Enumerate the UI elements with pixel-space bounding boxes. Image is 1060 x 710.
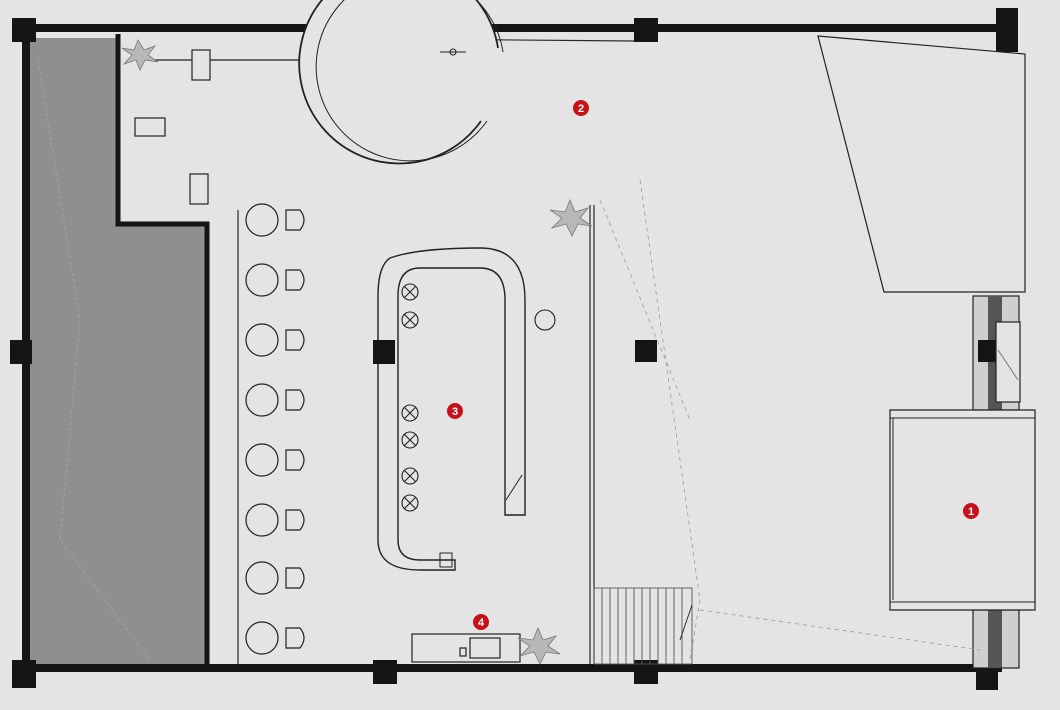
bar-stool-icon [401, 467, 419, 485]
chair-icon [285, 329, 305, 351]
table-set [245, 561, 305, 595]
table-set [245, 503, 305, 537]
dining-tables [245, 203, 305, 655]
chair-icon [285, 567, 305, 589]
round-table-icon [245, 203, 279, 237]
table-set [245, 383, 305, 417]
round-table-icon [245, 383, 279, 417]
table-set [245, 443, 305, 477]
round-table-icon [245, 561, 279, 595]
bar-stools [401, 283, 419, 512]
staircase-icon [593, 587, 693, 665]
chair-icon [285, 209, 305, 231]
marker-3-label: 3 [452, 406, 458, 418]
table-set [245, 621, 305, 655]
marker-4: 4 [473, 614, 489, 630]
service-counter [411, 633, 521, 663]
inner-partition-wall [115, 34, 210, 668]
chair-icon [285, 449, 305, 471]
raised-platform [889, 409, 1036, 611]
door-symbol [440, 48, 466, 56]
plant-icon [549, 198, 593, 237]
bar-stool-icon [401, 494, 419, 512]
table-set [245, 263, 305, 297]
chair-icon [285, 389, 305, 411]
bar-stool-icon [401, 283, 419, 301]
shaded-void-area [30, 38, 205, 668]
dashed-lines [599, 179, 981, 661]
table-set [245, 323, 305, 357]
right-structural-wall [972, 295, 1021, 669]
plants [121, 39, 593, 665]
marker-2-label: 2 [578, 103, 584, 115]
angled-wall-block [817, 35, 1026, 293]
chair-icon [285, 509, 305, 531]
round-table-icon [245, 503, 279, 537]
round-room [298, 0, 504, 165]
bar-stool-icon [401, 311, 419, 329]
marker-3: 3 [447, 403, 463, 419]
marker-1: 1 [963, 503, 979, 519]
bar-stool-icon [401, 404, 419, 422]
marker-1-label: 1 [968, 506, 974, 518]
round-table-icon [534, 309, 556, 331]
bar-counter [373, 247, 526, 571]
round-table-icon [245, 621, 279, 655]
bar-stool-icon [401, 431, 419, 449]
marker-2: 2 [573, 100, 589, 116]
table-set [245, 203, 305, 237]
chair-icon [285, 269, 305, 291]
round-table-icon [245, 263, 279, 297]
marker-4-label: 4 [478, 617, 485, 629]
round-table-icon [245, 323, 279, 357]
round-table-icon [245, 443, 279, 477]
chair-icon [285, 627, 305, 649]
structural-column [635, 340, 657, 362]
plant-icon [517, 626, 561, 665]
plant-icon [121, 39, 159, 71]
